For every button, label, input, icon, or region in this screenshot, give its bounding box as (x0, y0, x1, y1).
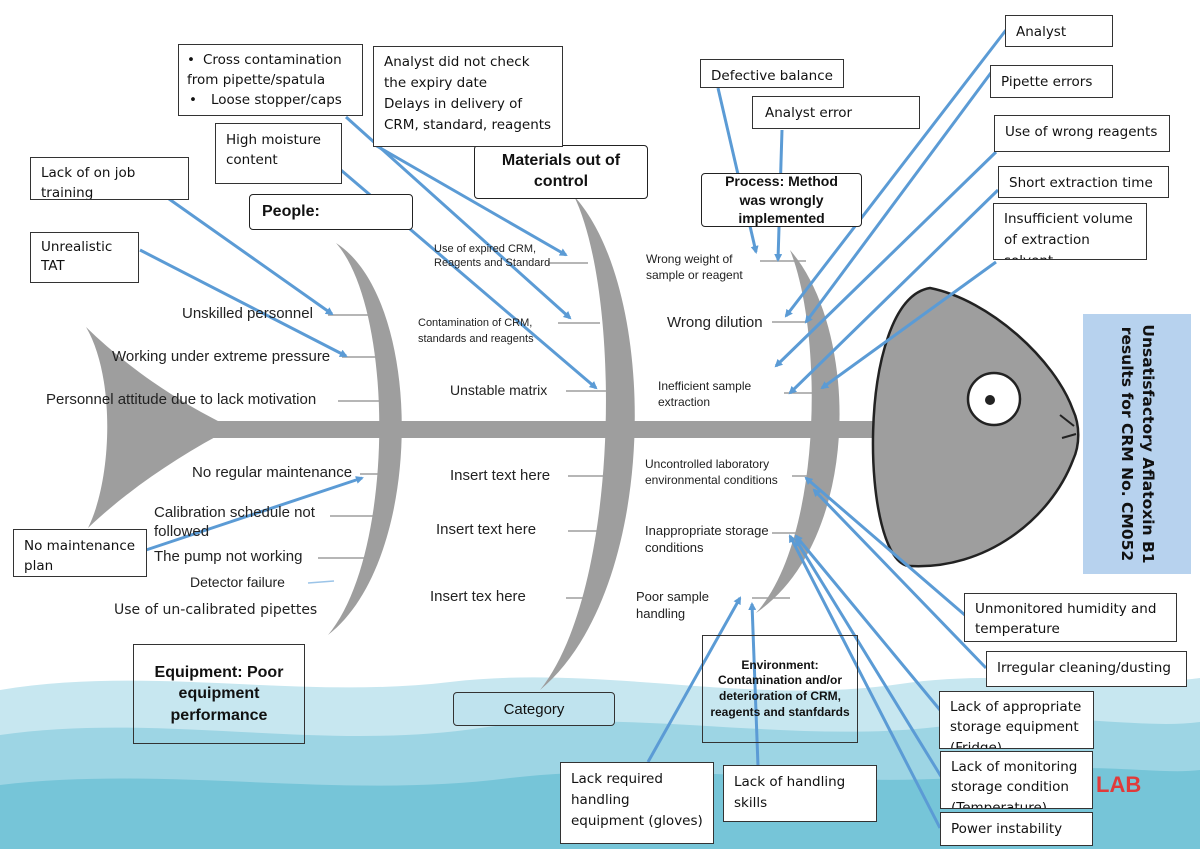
category-environment: Environment: Contamination and/or deteri… (702, 635, 858, 743)
note-text: Cross contamination from pipette/spatula (187, 52, 342, 88)
equipment-cause-4: Detector failure (190, 574, 285, 590)
problem-statement-line-2: results for CRM No. CM052 (1118, 326, 1136, 562)
fish-gill (1059, 414, 1075, 427)
fish-tail (86, 327, 232, 528)
fish-spine (210, 421, 885, 438)
note-storage-equipment: Lack of appropriate storage equipment (F… (939, 691, 1094, 749)
note-text: Analyst did not check the expiry date (384, 54, 530, 91)
process-cause-3: Inefficient sample extraction (658, 379, 752, 410)
note-analyst-error-center: Analyst error (752, 96, 920, 129)
note-no-maintenance: No maintenance plan (13, 529, 147, 577)
category-equipment: Equipment: Poor equipment performance (133, 644, 305, 744)
note-tat: Unrealistic TAT (30, 232, 139, 283)
fish-mouth (1061, 433, 1077, 439)
environment-cause-2: Inappropriate storage conditions (645, 523, 769, 555)
materials-cause-2: Contamination of CRM, standards and reag… (418, 317, 534, 345)
placeholder-cause-1: Insert text here (450, 467, 551, 484)
equipment-cause-1: No regular maintenance (192, 464, 353, 481)
detector-tick (307, 580, 335, 584)
category-people: People: (249, 194, 413, 230)
note-cleaning: Irregular cleaning/dusting (986, 651, 1187, 687)
bullet (187, 52, 203, 68)
note-wrong-reagents: Use of wrong reagents (994, 115, 1170, 152)
people-cause-1: Unskilled personnel (182, 305, 313, 322)
category-materials: Materials out of control (474, 145, 648, 199)
note-monitoring: Lack of monitoring storage condition (Te… (940, 751, 1093, 809)
note-insufficient-volume: Insufficient volume of extraction solven… (993, 203, 1147, 260)
equipment-cause-2: Calibration schedule not followed (154, 504, 315, 540)
cause-ticks (318, 260, 834, 599)
problem-statement-line-1: Unsatisfactory Aflatoxin B1 (1138, 324, 1157, 564)
note-handling-equipment: Lack required handling equipment (gloves… (560, 762, 714, 844)
note-power: Power instability (940, 812, 1093, 846)
note-cross-contamination: Cross contamination from pipette/spatula… (178, 44, 363, 116)
note-defective-balance: Defective balance (700, 59, 844, 88)
note-text: Delays in delivery of CRM, standard, rea… (384, 95, 552, 133)
materials-cause-3: Unstable matrix (450, 382, 548, 398)
environment-cause-1: Uncontrolled laboratory environmental co… (645, 457, 778, 488)
note-humidity: Unmonitored humidity and temperature (964, 593, 1177, 642)
note-pipette-errors: Pipette errors (990, 65, 1113, 98)
environment-cause-3: Poor sample handling (636, 589, 709, 621)
materials-cause-1: Use of expired CRM, Reagents and Standar… (434, 243, 551, 269)
fish-eye-pupil (985, 395, 995, 405)
category-process: Process: Method was wrongly implemented (701, 173, 862, 227)
note-text: Loose stopper/caps (210, 92, 342, 109)
placeholder-cause-3: Insert tex here (430, 588, 526, 605)
note-moisture: High moisture content (215, 123, 342, 184)
category-placeholder: Category (453, 692, 615, 726)
note-analyst-error-right: Analyst error (1005, 15, 1113, 47)
equipment-cause-5: Use of un-calibrated pipettes (114, 602, 318, 618)
rib-people-equipment (328, 243, 402, 635)
equipment-cause-3: The pump not working (154, 548, 303, 565)
process-cause-2: Wrong dilution (667, 314, 763, 331)
brand-fragment: LAB (1096, 772, 1142, 797)
bullet (189, 92, 205, 108)
rib-materials-placeholder (540, 196, 635, 690)
fish-head (871, 286, 1080, 568)
process-cause-1: Wrong weight of sample or reagent (646, 252, 743, 283)
note-expiry-delays: Analyst did not check the expiry date De… (373, 46, 563, 147)
people-cause-3: Personnel attitude due to lack motivatio… (46, 391, 317, 408)
note-training: Lack of on job training (30, 157, 189, 200)
placeholder-cause-2: Insert text here (436, 521, 537, 538)
note-handling-skills: Lack of handling skills (723, 765, 877, 822)
people-cause-2: Working under extreme pressure (112, 348, 331, 365)
rib-process-environment (756, 250, 840, 613)
problem-statement: Unsatisfactory Aflatoxin B1 results for … (1083, 314, 1191, 574)
note-short-extraction: Short extraction time (998, 166, 1169, 198)
